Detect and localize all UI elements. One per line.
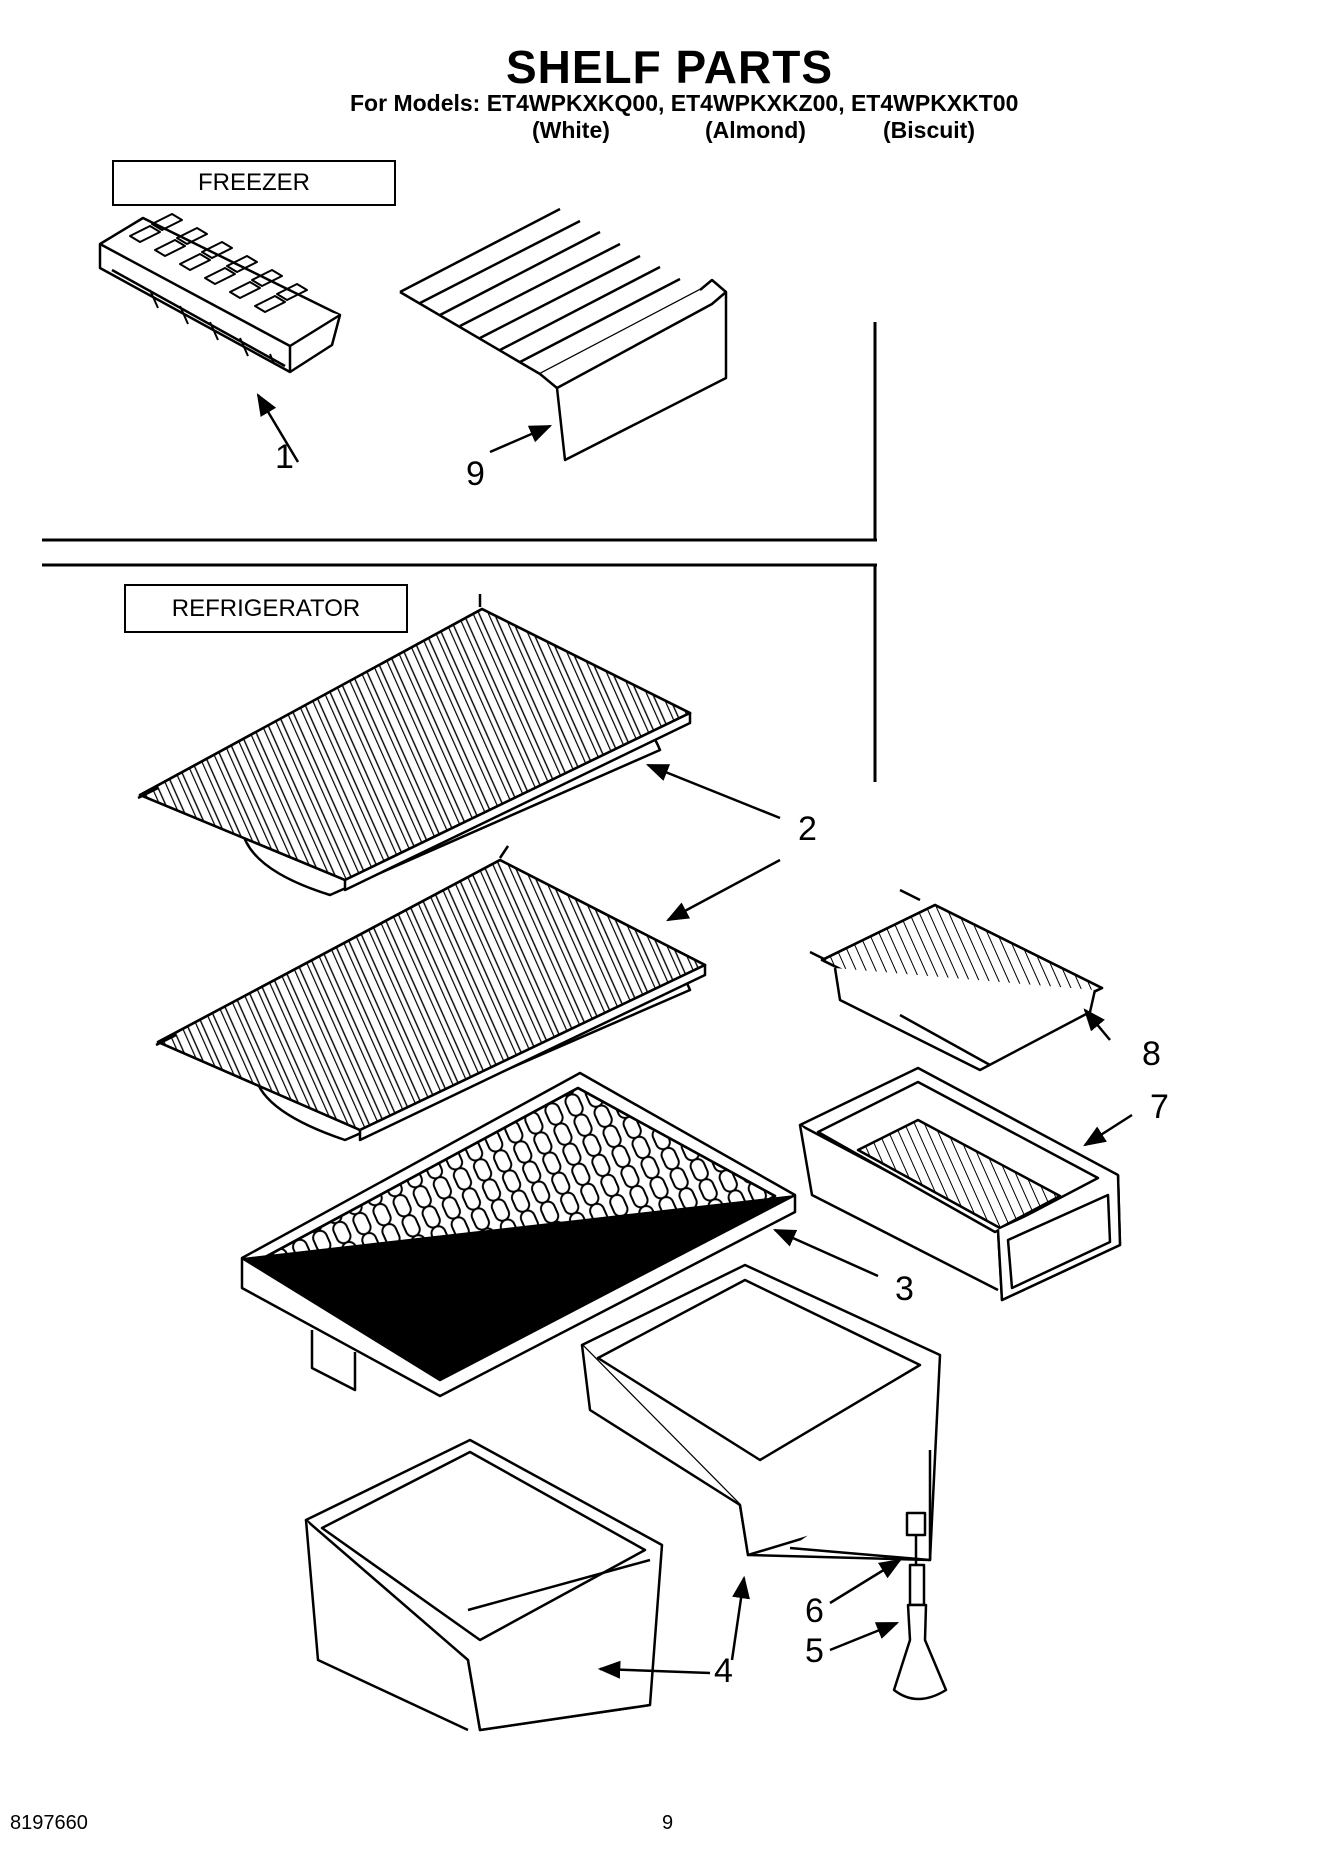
ice-cube-tray [98,213,342,374]
crisper-cover [240,1071,797,1398]
leader-2b [666,858,781,922]
crisper-drawer-right [580,1263,942,1562]
leader-1 [256,393,300,463]
callout-6: 6 [805,1592,824,1630]
leader-9 [489,424,553,454]
leader-8 [1083,1008,1111,1041]
leader-5 [829,1621,900,1652]
crisper-drawer-left [304,1438,664,1732]
refrigerator-section-label: REFRIGERATOR [124,584,408,633]
freezer-wire-shelf [399,207,728,462]
page-number: 9 [662,1812,674,1834]
callout-7: 7 [1150,1088,1169,1126]
meat-pan [798,1066,1122,1302]
section-divider-lines [42,322,877,782]
callout-4: 4 [714,1652,733,1690]
leader-2a [645,763,781,820]
callout-8: 8 [1142,1035,1161,1073]
color-almond: (Almond) [705,117,806,143]
color-white: (White) [532,117,610,143]
refrigerator-shelf-upper [137,594,692,897]
leader-4a [730,1575,750,1661]
freezer-section-label: FREEZER [112,160,396,206]
meat-pan-shelf [809,888,1104,1072]
color-biscuit: (Biscuit) [883,117,975,143]
callout-9: 9 [466,455,485,493]
leader-7 [1083,1113,1133,1147]
refrigerator-shelf-lower [155,845,707,1142]
callout-2: 2 [798,810,817,848]
leveling-leg [892,1511,948,1701]
callout-1: 1 [275,438,294,476]
callout-5: 5 [805,1632,824,1670]
leader-6 [829,1558,902,1605]
page-title: SHELF PARTS [505,41,834,93]
callout-3: 3 [895,1270,914,1308]
leader-3 [772,1228,879,1278]
document-number: 8197660 [10,1812,88,1834]
models-line: For Models: ET4WPKXKQ00, ET4WPKXKZ00, ET… [350,90,1019,116]
leader-4b [597,1660,711,1679]
